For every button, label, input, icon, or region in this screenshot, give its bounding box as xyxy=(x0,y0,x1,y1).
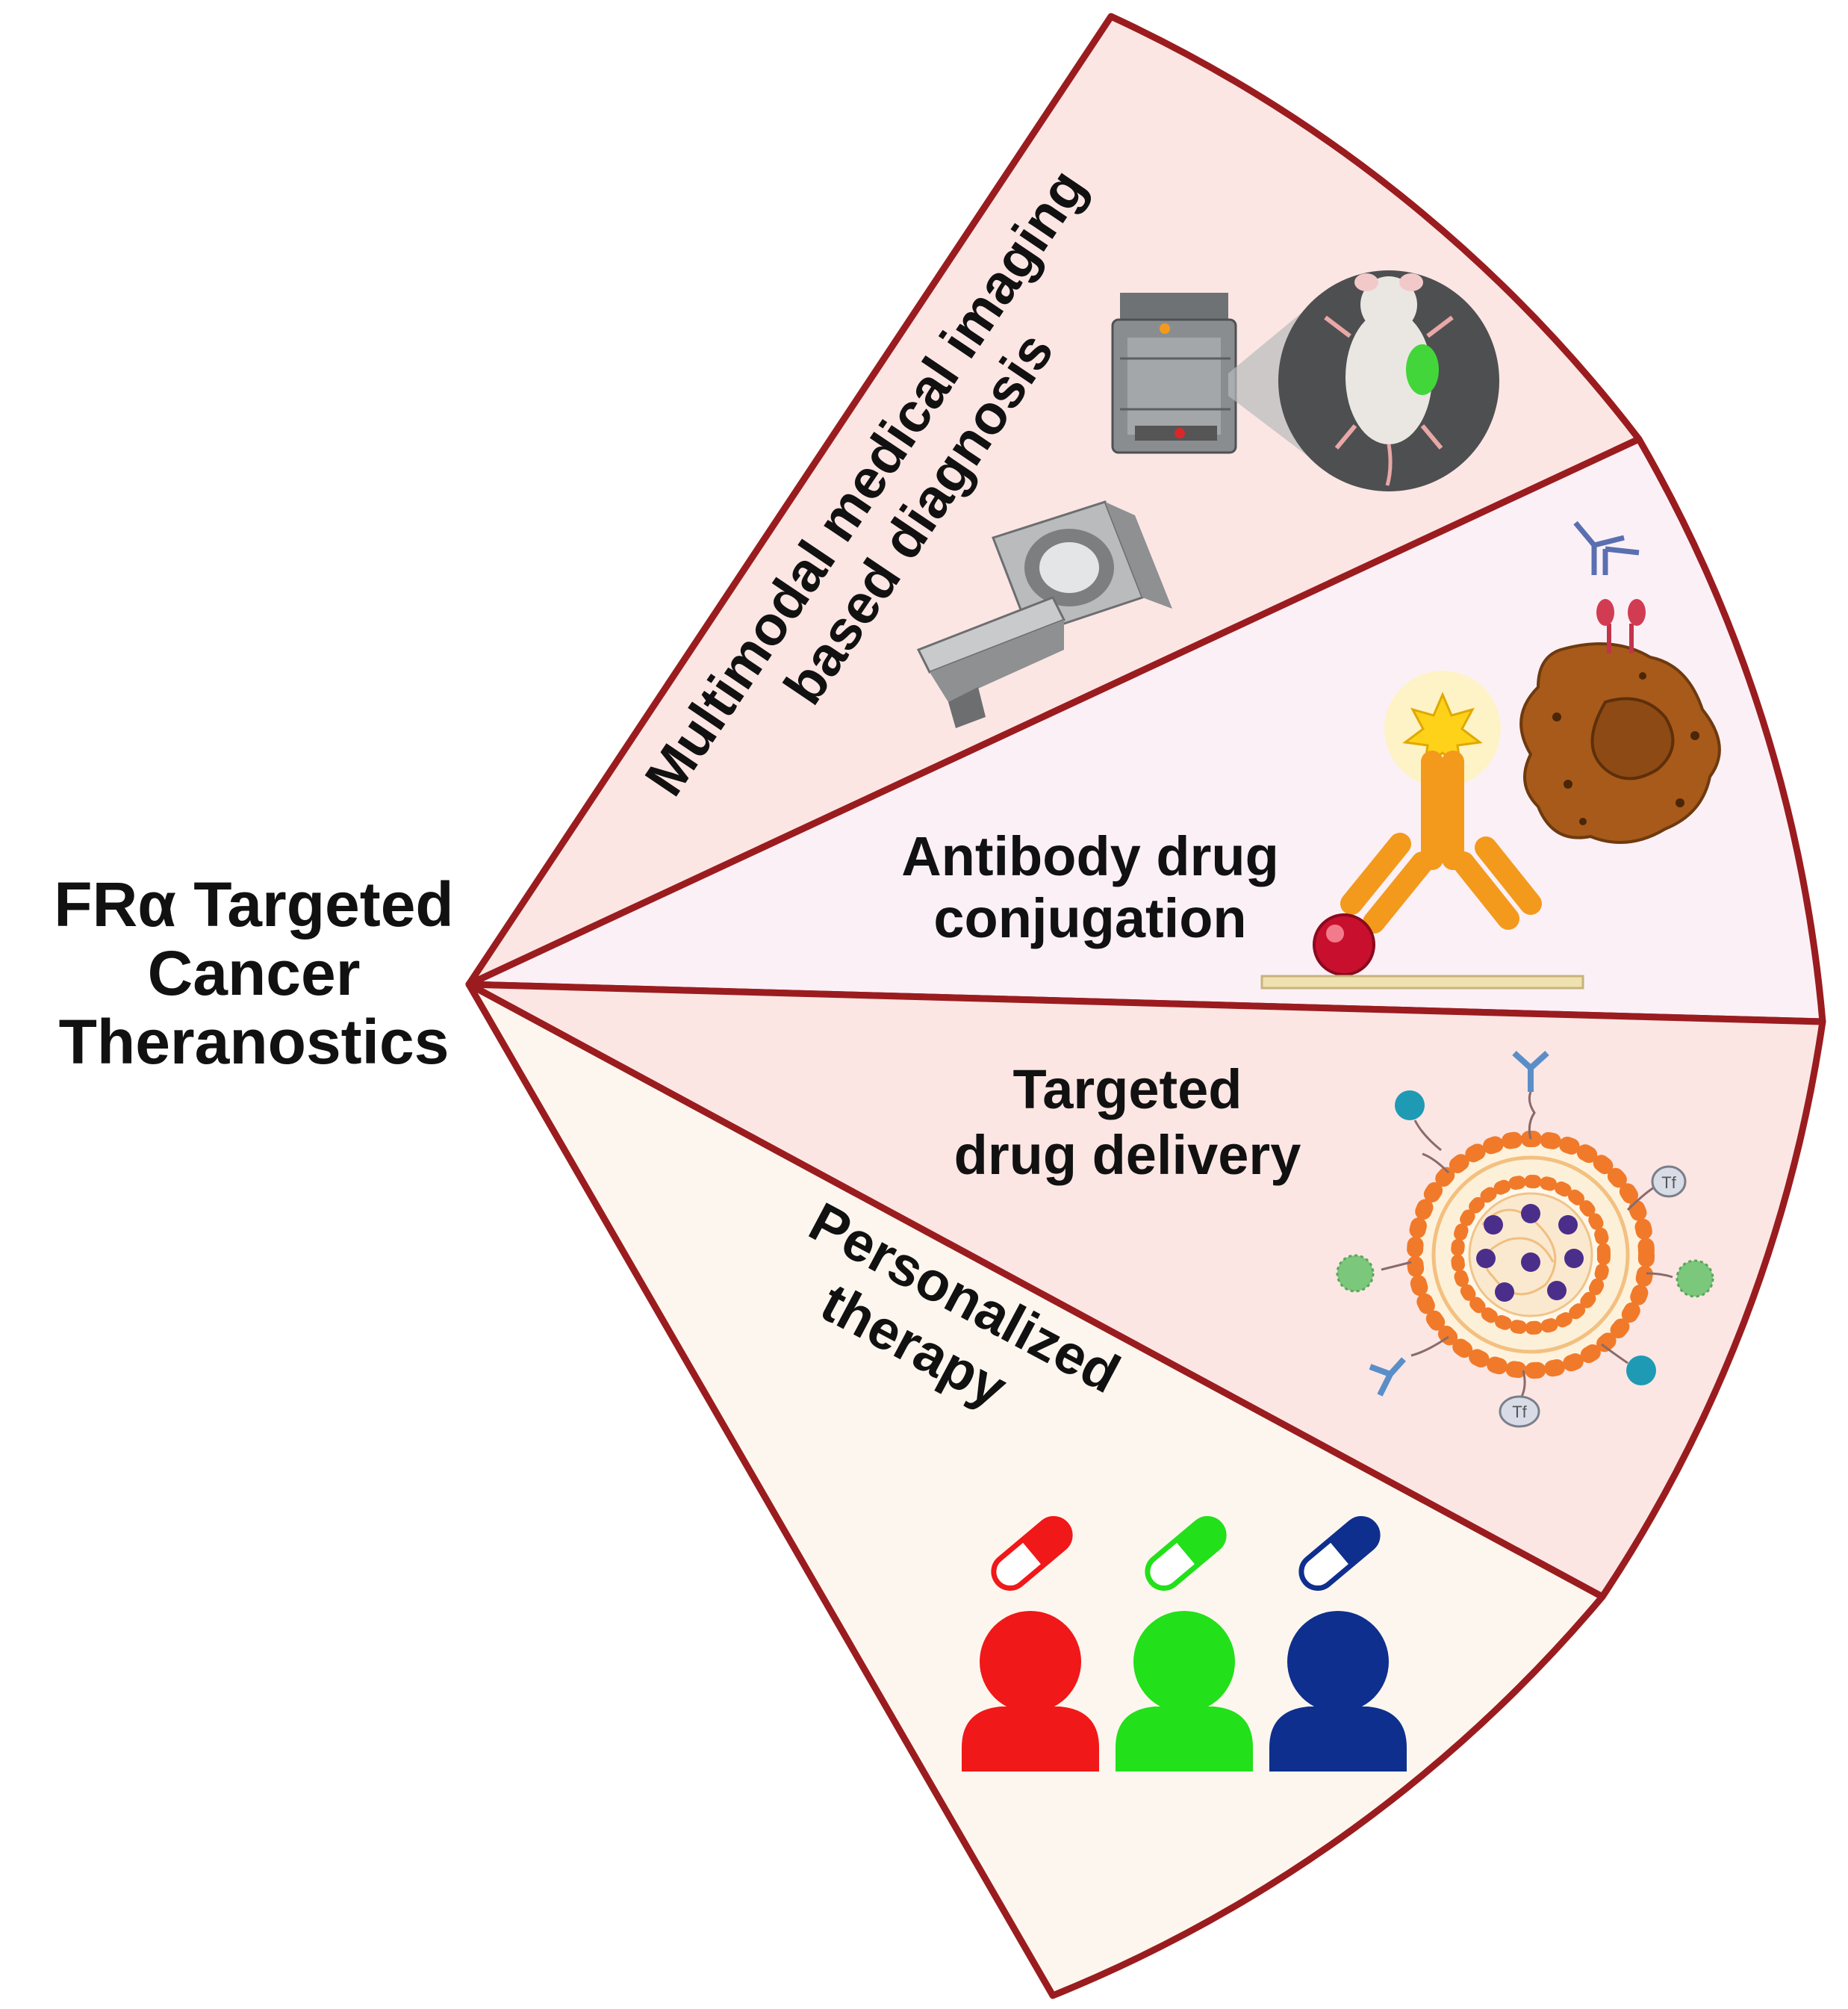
center-title-line1: FRα Targeted xyxy=(54,869,453,940)
antibody-blue-icon xyxy=(1573,521,1640,575)
transferrin-tag-label: Tf xyxy=(1661,1173,1676,1192)
ligand-green-icon-2 xyxy=(1676,1259,1714,1298)
transferrin-tag-label-2: Tf xyxy=(1512,1403,1527,1421)
antibody-ligand-icon xyxy=(1512,1051,1549,1092)
center-title: FRα Targeted Cancer Theranostics xyxy=(54,869,453,1077)
mouse-image-icon xyxy=(1278,270,1499,491)
segment-imaging-background xyxy=(465,13,1643,988)
delivery-label-line2: drug delivery xyxy=(954,1124,1301,1186)
pill-red-icon xyxy=(991,1516,1073,1591)
surface-bar xyxy=(1260,975,1584,990)
patient-blue-icon xyxy=(1269,1611,1407,1772)
center-title-line3: Theranostics xyxy=(59,1007,449,1077)
ligand-dot-teal-icon xyxy=(1395,1090,1425,1120)
cancer-cell-icon xyxy=(1519,642,1721,844)
ligand-green-icon xyxy=(1336,1254,1375,1293)
delivery-label-line1: Targeted xyxy=(1012,1058,1242,1120)
ligand-dot-teal-icon-2 xyxy=(1626,1356,1656,1385)
center-title-line2: Cancer xyxy=(148,938,361,1008)
drug-sphere-highlight xyxy=(1326,925,1344,943)
drug-sphere-icon xyxy=(1313,913,1375,976)
patient-green-icon xyxy=(1116,1611,1253,1772)
antibody-ligand-icon-2 xyxy=(1369,1357,1406,1397)
liposome-ligands: Tf Tf xyxy=(1336,1051,1714,1428)
liposome-nanocarrier-icon xyxy=(1407,1131,1655,1379)
transferrin-tag-icon xyxy=(1651,1165,1687,1198)
transferrin-tag-icon-2 xyxy=(1499,1395,1540,1428)
payload-burst-icon xyxy=(1384,671,1501,787)
receptor-icon xyxy=(1596,599,1646,653)
pill-green-icon xyxy=(1145,1516,1227,1591)
pill-blue-icon xyxy=(1298,1516,1381,1591)
adc-label-line1: Antibody drug xyxy=(901,825,1279,887)
adc-label-line2: conjugation xyxy=(933,887,1246,949)
ct-scanner-icon xyxy=(916,500,1172,728)
patient-red-icon xyxy=(962,1611,1099,1772)
segment-delivery-background xyxy=(465,981,1826,1600)
